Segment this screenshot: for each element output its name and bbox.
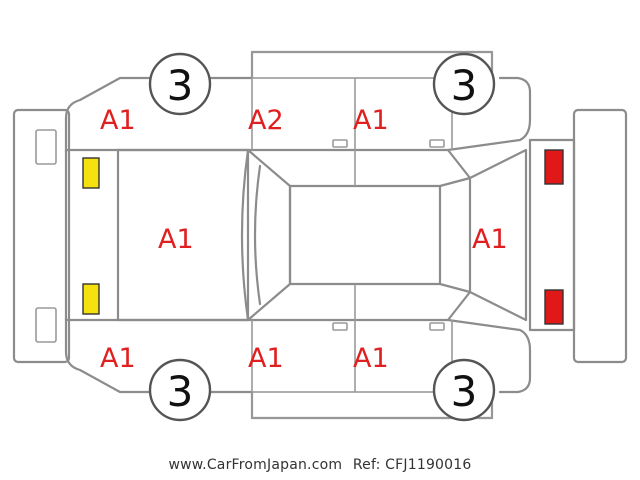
grade-front-left-fender: A1 <box>100 105 136 136</box>
car-right-side <box>64 316 532 420</box>
front-right-headlamp <box>82 283 100 315</box>
rear-bumper <box>572 108 628 364</box>
grade-rear-right-door: A1 <box>353 343 389 374</box>
rear-left-tail-lamp <box>544 149 564 185</box>
car-left-side <box>64 50 532 154</box>
wheel-rear-left: 3 <box>432 52 496 116</box>
grade-front-right-door: A1 <box>248 343 284 374</box>
grade-front-right-fender: A1 <box>100 343 136 374</box>
grade-rear-left-door: A1 <box>353 105 389 136</box>
car-condition-diagram: 3 3 3 3 A1 A2 A1 A1 A1 A1 A1 A1 <box>12 50 628 422</box>
grade-hood: A1 <box>158 224 194 255</box>
wheel-front-right: 3 <box>148 358 212 422</box>
wheel-rear-right: 3 <box>432 358 496 422</box>
site-url: www.CarFromJapan.com <box>168 457 343 473</box>
wheel-grade-front-right: 3 <box>167 367 194 416</box>
front-left-headlamp <box>82 157 100 189</box>
wheel-grade-rear-left: 3 <box>451 61 478 110</box>
car-top-view <box>64 138 576 332</box>
grade-front-left-door: A2 <box>248 105 284 136</box>
grade-rear-hatch: A1 <box>472 224 508 255</box>
front-bumper <box>12 108 71 364</box>
watermark-footer: www.CarFromJapan.com Ref: CFJ1190016 <box>0 457 640 473</box>
wheel-front-left: 3 <box>148 52 212 116</box>
rear-right-tail-lamp <box>544 289 564 325</box>
wheel-grade-front-left: 3 <box>167 61 194 110</box>
wheel-grade-rear-right: 3 <box>451 367 478 416</box>
reference-number: Ref: CFJ1190016 <box>352 457 472 473</box>
